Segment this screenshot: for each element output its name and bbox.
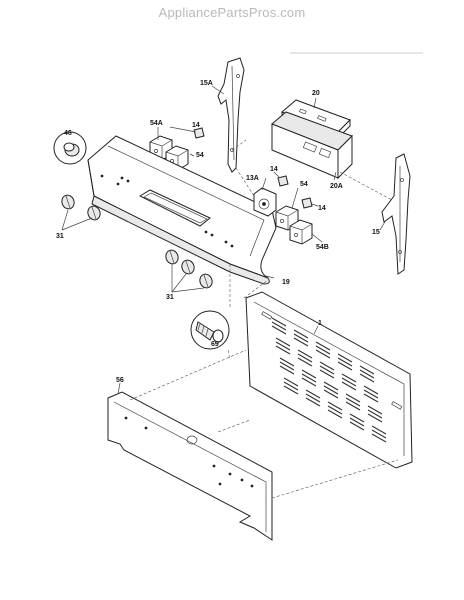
vent-slot xyxy=(301,373,317,383)
callout-15: 15 xyxy=(372,229,380,236)
vent-slot xyxy=(327,405,343,415)
vent-slot xyxy=(359,369,375,379)
callout-54-upper: 54 xyxy=(196,152,204,159)
vent-slot xyxy=(305,397,321,407)
callout-19: 19 xyxy=(282,279,290,286)
mounting-plate-56 xyxy=(107,391,273,541)
vent-slot xyxy=(305,393,321,403)
vent-slot xyxy=(341,373,357,383)
vent-slot xyxy=(301,377,317,387)
screw-detail-69 xyxy=(190,310,230,350)
vent-slot xyxy=(315,349,331,359)
vent-slot xyxy=(305,389,321,399)
vent-slot xyxy=(297,353,313,363)
callout-69: 69 xyxy=(211,341,219,348)
callout-46: 46 xyxy=(64,130,72,137)
vent-slot xyxy=(279,361,295,371)
vent-slot xyxy=(293,329,309,339)
vent-slot xyxy=(319,365,335,375)
vent-slot xyxy=(297,349,313,359)
end-bracket-15A xyxy=(217,57,245,173)
leader-lines xyxy=(61,85,399,499)
vent-slot xyxy=(371,429,387,439)
vent-slot xyxy=(371,425,387,435)
vent-slot xyxy=(349,421,365,431)
callout-14-mid: 14 xyxy=(270,166,278,173)
vent-slot xyxy=(315,345,331,355)
knobs-31-left xyxy=(61,194,101,221)
relay-13A xyxy=(253,187,277,217)
vent-slot xyxy=(293,333,309,343)
vent-slot xyxy=(363,389,379,399)
end-bracket-15 xyxy=(381,153,411,275)
vent-slot xyxy=(337,353,353,363)
callout-31-left: 31 xyxy=(56,233,64,240)
switch-54B xyxy=(289,219,313,245)
callout-13A: 13A xyxy=(246,175,259,182)
vent-slot xyxy=(367,409,383,419)
vent-slot xyxy=(283,385,299,395)
callout-31-lower: 31 xyxy=(166,294,174,301)
vent-slot xyxy=(323,385,339,395)
vent-slot xyxy=(271,325,287,335)
vent-slot xyxy=(363,393,379,403)
vent-slot xyxy=(371,433,387,443)
knobs-31-lower xyxy=(165,249,213,289)
callout-1: 1 xyxy=(318,320,322,327)
vent-slot xyxy=(301,369,317,379)
callout-15A: 15A xyxy=(200,80,213,87)
callout-54A: 54A xyxy=(150,120,163,127)
callout-14-upper: 14 xyxy=(192,122,200,129)
vent-slot xyxy=(275,337,291,347)
vent-slot xyxy=(271,317,287,327)
vent-slot xyxy=(349,417,365,427)
callout-20A: 20A xyxy=(330,183,343,190)
callout-20: 20 xyxy=(312,90,320,97)
vent-slot xyxy=(327,409,343,419)
callout-labels: 15A 20 20A 54A 14 54 46 14 13A 54 14 15 … xyxy=(56,80,380,384)
vent-slot xyxy=(345,401,361,411)
vent-slot xyxy=(283,381,299,391)
callout-54-mid: 54 xyxy=(300,181,308,188)
vent-slot xyxy=(341,377,357,387)
control-panel-overlay-20A xyxy=(271,111,353,180)
vent-slot xyxy=(283,377,299,387)
vent-slot xyxy=(337,357,353,367)
vent-slot xyxy=(315,341,331,351)
rear-cover-1 xyxy=(245,291,413,469)
vent-slot xyxy=(327,401,343,411)
vent-slot xyxy=(341,381,357,391)
vent-slot xyxy=(349,413,365,423)
watermark-text: AppliancePartsPros.com xyxy=(158,5,306,20)
vent-slot xyxy=(279,365,295,375)
vent-slot xyxy=(337,361,353,371)
console-panel-19 xyxy=(87,135,277,285)
vent-slot xyxy=(275,341,291,351)
vent-slot xyxy=(319,369,335,379)
vent-slot xyxy=(319,361,335,371)
clip-14-mid xyxy=(277,175,289,187)
callout-56: 56 xyxy=(116,377,124,384)
clip-14-right xyxy=(301,197,313,209)
knob-detail-46 xyxy=(53,131,87,165)
vent-slot xyxy=(323,381,339,391)
vent-slot xyxy=(345,393,361,403)
vent-slot xyxy=(359,373,375,383)
vent-slot xyxy=(363,385,379,395)
vent-slot xyxy=(279,357,295,367)
callout-14-right: 14 xyxy=(318,205,326,212)
clip-14-upper xyxy=(193,127,205,139)
vent-slot xyxy=(367,405,383,415)
callout-54B: 54B xyxy=(316,244,329,251)
vent-slot xyxy=(271,321,287,331)
vent-slot xyxy=(275,345,291,355)
vent-slot xyxy=(297,357,313,367)
vent-slot xyxy=(293,337,309,347)
vent-slot xyxy=(359,365,375,375)
vent-slot xyxy=(367,413,383,423)
vent-slot xyxy=(345,397,361,407)
vent-slot xyxy=(323,389,339,399)
